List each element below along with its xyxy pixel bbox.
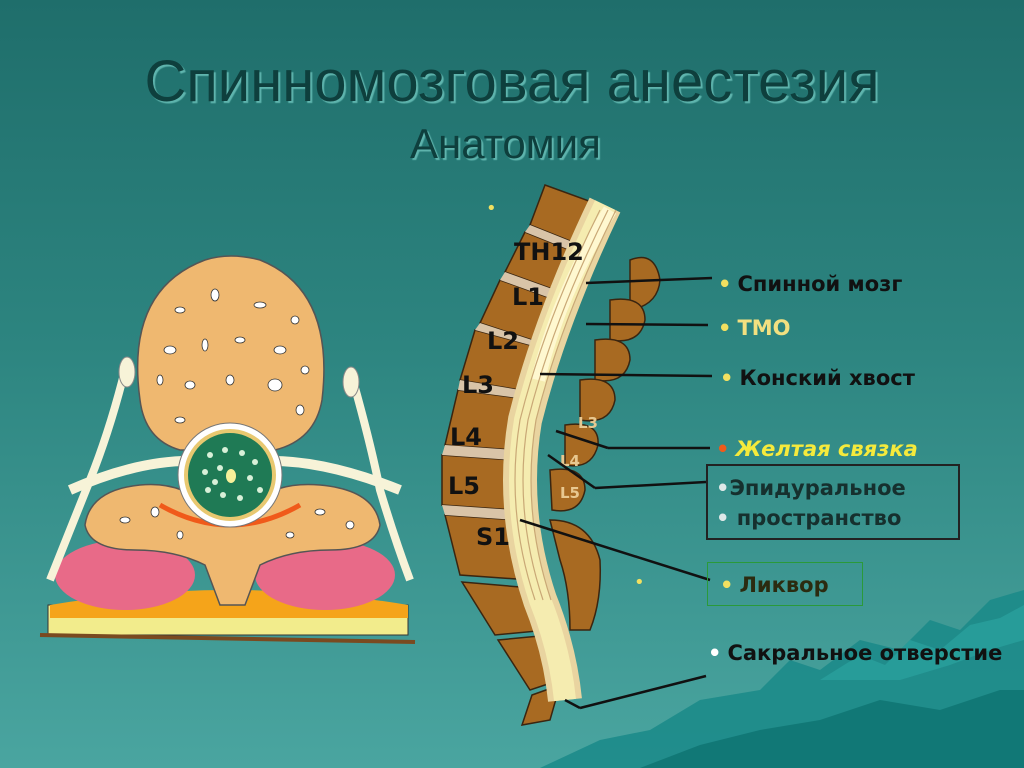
bullet-icon: • — [708, 641, 722, 665]
epidural-box — [706, 464, 960, 540]
legend-yellow-ligament: •Желтая связка — [716, 437, 918, 461]
bullet-icon: • — [716, 506, 730, 530]
legend-sacral-foramen: •Сакральное отверстие — [708, 641, 1003, 665]
vertebra-cross-section — [39, 255, 416, 644]
legend-epidural-line1: •Эпидуральное — [716, 476, 906, 500]
muscle-left — [55, 540, 195, 610]
spine-sagittal-section — [441, 184, 661, 726]
slide-title: Спинномозговая анестезия — [144, 49, 880, 114]
legend-csf: •Ликвор — [720, 573, 829, 597]
vertebra-label-s1: S1 — [476, 523, 510, 551]
legend-cauda-equina: •Конский хвост — [720, 366, 915, 390]
spinous-label-l5: L5 — [560, 484, 580, 502]
stray-bullet-icon: • — [634, 572, 645, 593]
vertebral-body — [136, 255, 325, 451]
csf-box — [707, 562, 863, 606]
vertebra-label-l5: L5 — [448, 472, 480, 500]
vertebra-label-th12: TH12 — [514, 238, 584, 266]
muscle-right — [255, 540, 395, 610]
vertebra-label-l3: L3 — [462, 371, 494, 399]
legend-spinal-cord: •Спинной мозг — [718, 272, 903, 296]
vertebra-label-l1: L1 — [512, 283, 544, 311]
stray-bullet-icon: • — [486, 198, 497, 219]
bullet-icon: • — [718, 272, 732, 296]
legend-dura: •ТМО — [718, 316, 791, 340]
vertebra-label-l2: L2 — [487, 327, 519, 355]
bullet-icon: • — [720, 573, 734, 597]
bullet-icon: • — [720, 366, 734, 390]
slide-subtitle: Анатомия — [410, 120, 601, 167]
bullet-icon: • — [716, 476, 730, 500]
legend-epidural-line2: • пространство — [716, 506, 902, 530]
vertebra-label-l4: L4 — [450, 423, 482, 451]
bullet-icon: • — [718, 316, 732, 340]
bullet-icon: • — [716, 437, 730, 461]
spinous-label-l3: L3 — [578, 414, 598, 432]
